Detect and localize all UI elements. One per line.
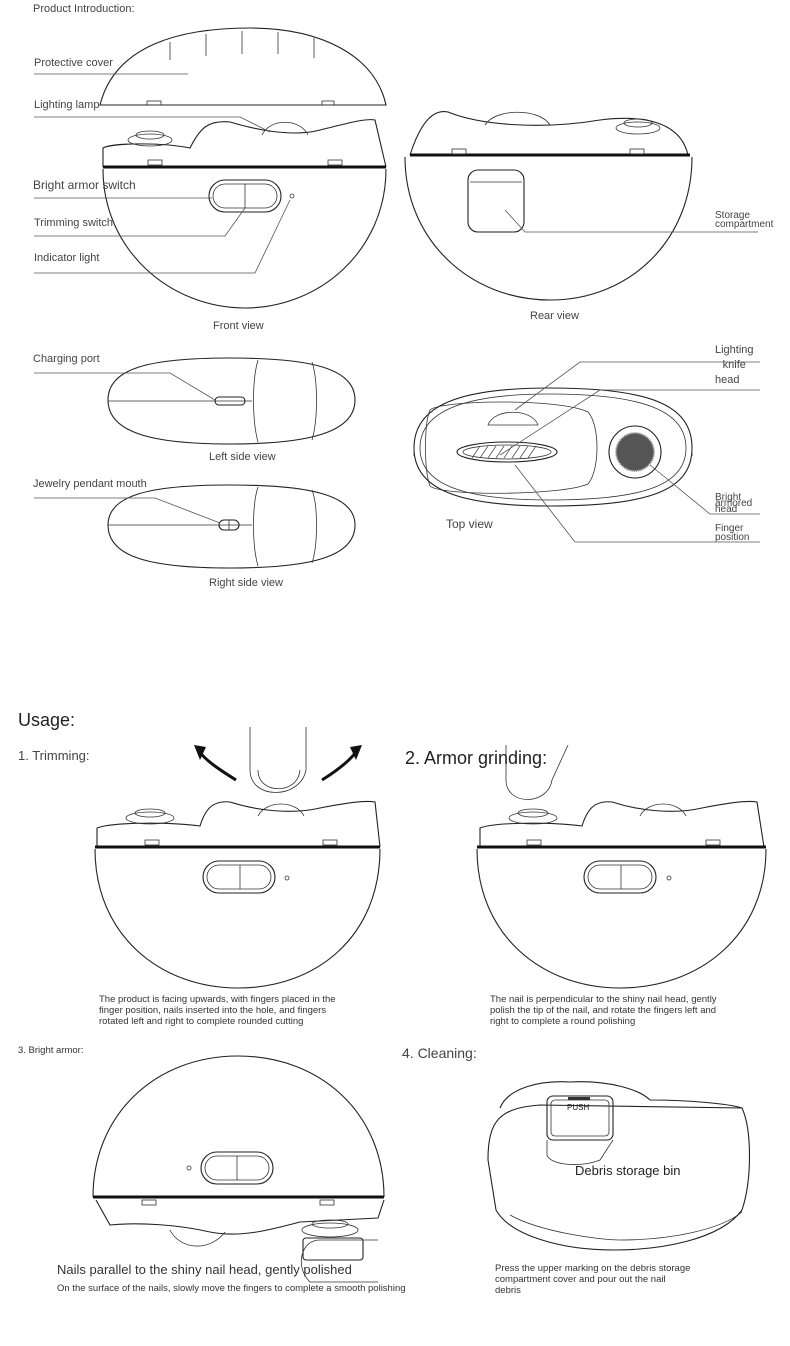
step-1-desc-line3: rotated left and right to complete round…: [99, 1016, 304, 1027]
step-4-desc-line3: debris: [495, 1285, 521, 1296]
step-1-description: The product is facing upwards, with fing…: [99, 994, 336, 1027]
step-3-title: 3. Bright armor:: [18, 1045, 84, 1056]
step-4-title: 4. Cleaning:: [402, 1045, 477, 1061]
label-bright-armored-head: Bright armored head: [715, 492, 753, 515]
label-lighting-lamp: Lighting lamp: [34, 99, 100, 111]
debris-storage-bin-label: Debris storage bin: [575, 1163, 681, 1178]
label-jewelry-pendant-mouth: Jewelry pendant mouth: [33, 478, 147, 490]
label-finger-position-line1: Finger: [715, 523, 744, 534]
step-1-desc-line1: The product is facing upwards, with fing…: [99, 994, 336, 1005]
intro-heading: Product Introduction:: [33, 3, 135, 15]
step-4-desc-line2: compartment cover and pour out the nail: [495, 1274, 666, 1285]
step-4-desc-line1: Press the upper marking on the debris st…: [495, 1263, 691, 1274]
label-bright-armor-switch: Bright armor switch: [33, 178, 136, 192]
label-trimming-switch: Trimming switch: [34, 217, 114, 229]
label-lighting-knife-head: Lighting knife head: [715, 343, 754, 388]
label-front-view: Front view: [213, 320, 264, 332]
label-lighting-knife-line2: knife: [722, 359, 746, 371]
armor-grinding-drawing: [476, 744, 767, 989]
top-view-drawing: [413, 387, 693, 507]
label-finger-position: Finger position: [715, 523, 750, 543]
step-3-desc-line2: On the surface of the nails, slowly move…: [57, 1283, 406, 1294]
rear-view-drawing: [404, 111, 693, 301]
step-2-desc-line1: The nail is perpendicular to the shiny n…: [490, 994, 717, 1005]
usage-heading: Usage:: [18, 710, 76, 730]
label-bright-armored-line1: Bright: [715, 492, 742, 503]
step-1-title: 1. Trimming:: [18, 748, 90, 763]
label-bright-armored-line2: armored: [715, 498, 753, 509]
step-4-description: Press the upper marking on the debris st…: [495, 1263, 690, 1296]
protective-cover-drawing: [99, 27, 387, 106]
label-lighting-knife-line1: Lighting: [715, 344, 754, 356]
cleaning-drawing: [487, 1081, 750, 1251]
right-side-view-drawing: [107, 484, 356, 569]
step-2-description: The nail is perpendicular to the shiny n…: [490, 994, 717, 1027]
leader-lines: [34, 73, 760, 543]
label-lighting-knife-line3: head: [715, 374, 740, 386]
label-top-view: Top view: [446, 517, 493, 531]
step-2-title: 2. Armor grinding:: [405, 748, 548, 768]
left-side-view-drawing: [107, 357, 356, 445]
label-bright-armored-line3: head: [715, 504, 738, 515]
label-protective-cover: Protective cover: [34, 57, 113, 69]
label-storage-compartment: Storage compartment: [715, 210, 774, 230]
label-indicator-light: Indicator light: [34, 252, 100, 264]
label-storage-line2: compartment: [715, 219, 774, 230]
label-finger-position-line2: position: [715, 532, 750, 543]
label-charging-port: Charging port: [33, 353, 100, 365]
step-2-desc-line2: polish the tip of the nail, and rotate t…: [490, 1005, 717, 1016]
bright-armor-drawing: [92, 1055, 385, 1283]
label-right-side-view: Right side view: [209, 577, 283, 589]
step-1-desc-line2: finger position, nails inserted into the…: [99, 1005, 327, 1016]
step-3-desc-line1: Nails parallel to the shiny nail head, g…: [57, 1262, 352, 1277]
label-rear-view: Rear view: [530, 310, 579, 322]
trimming-drawing: [94, 727, 381, 989]
step-2-desc-line3: right to complete a round polishing: [490, 1016, 636, 1027]
push-label: PUSH: [567, 1103, 590, 1112]
front-view-drawing: [102, 119, 387, 309]
label-storage-line1: Storage: [715, 210, 751, 221]
label-left-side-view: Left side view: [209, 451, 276, 463]
